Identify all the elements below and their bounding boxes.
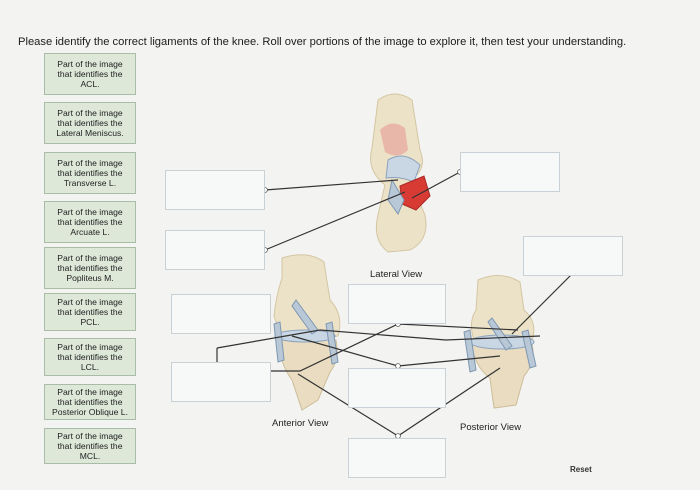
label-pcl[interactable]: Part of the image that identifies the PC… (44, 293, 136, 331)
lateral-view-knee (370, 93, 431, 253)
drop-zone-6[interactable] (348, 368, 446, 408)
lateral-view-label: Lateral View (370, 269, 423, 280)
label-acl[interactable]: Part of the image that identifies the AC… (44, 53, 136, 95)
label-mcl[interactable]: Part of the image that identifies the MC… (44, 428, 136, 464)
label-lcl[interactable]: Part of the image that identifies the LC… (44, 338, 136, 376)
anterior-view-knee (273, 254, 341, 411)
drop-zone-1[interactable] (165, 170, 265, 210)
label-arcuate-l[interactable]: Part of the image that identifies the Ar… (44, 201, 136, 243)
anterior-view-label: Anterior View (272, 418, 329, 429)
instructions: Please identify the correct ligaments of… (18, 36, 627, 48)
drop-zone-8[interactable] (171, 294, 271, 334)
label-popliteus-m[interactable]: Part of the image that identifies the Po… (44, 247, 136, 289)
drop-zone-3[interactable] (460, 152, 560, 192)
label-lateral-meniscus[interactable]: Part of the image that identifies the La… (44, 102, 136, 144)
label-transverse-l[interactable]: Part of the image that identifies the Tr… (44, 152, 136, 194)
drop-zone-7[interactable] (348, 438, 446, 478)
posterior-view-knee (463, 275, 537, 409)
label-posterior-oblique-l[interactable]: Part of the image that identifies the Po… (44, 384, 136, 420)
leader-lines (216, 171, 574, 437)
drop-zone-9[interactable] (171, 362, 271, 402)
reset-button[interactable]: Reset (570, 465, 592, 474)
posterior-view-label: Posterior View (460, 422, 522, 433)
drop-zone-4[interactable] (523, 236, 623, 276)
drop-zone-2[interactable] (165, 230, 265, 270)
drop-zone-5[interactable] (348, 284, 446, 324)
